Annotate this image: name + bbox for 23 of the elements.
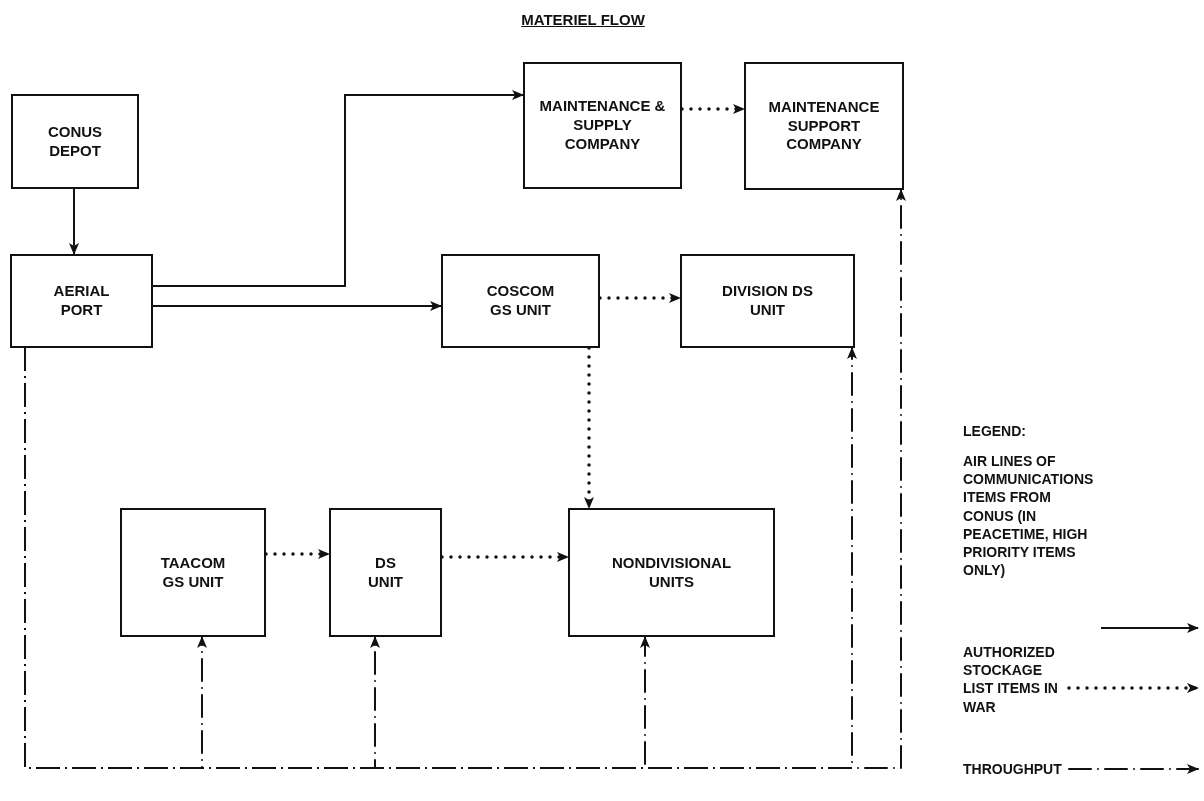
process-box: MAINTENANCE SUPPORT COMPANY bbox=[744, 62, 904, 190]
process-box: MAINTENANCE & SUPPLY COMPANY bbox=[523, 62, 682, 189]
process-box: TAACOM GS UNIT bbox=[120, 508, 266, 637]
flow-arrow bbox=[152, 301, 442, 311]
flow-arrow bbox=[598, 293, 682, 303]
legend-heading: LEGEND: bbox=[963, 422, 1026, 441]
process-box: DS UNIT bbox=[329, 508, 442, 637]
process-box: COSCOM GS UNIT bbox=[441, 254, 600, 348]
legend-text: AIR LINES OF COMMUNICATIONS ITEMS FROM CONUS (IN PEACETIME, HIGH PRIORITY ITEMS ONLY) bbox=[963, 452, 1095, 580]
legend-text: THROUGHPUT bbox=[963, 760, 1063, 779]
diagram-title: MATERIEL FLOW bbox=[521, 11, 645, 28]
flow-arrow bbox=[24, 189, 906, 769]
flow-arrow bbox=[440, 552, 570, 562]
process-box: AERIAL PORT bbox=[10, 254, 153, 348]
flow-arrow bbox=[680, 104, 746, 114]
flow-arrow bbox=[264, 549, 331, 559]
legend-text: AUTHORIZED STOCKAGE LIST ITEMS IN WAR bbox=[963, 643, 1059, 716]
flow-arrow bbox=[152, 90, 524, 287]
process-box: DIVISION DS UNIT bbox=[680, 254, 855, 348]
process-box: CONUS DEPOT bbox=[11, 94, 139, 189]
flow-arrow bbox=[584, 346, 594, 510]
process-box: NONDIVISIONAL UNITS bbox=[568, 508, 775, 637]
flow-arrow bbox=[69, 188, 79, 255]
